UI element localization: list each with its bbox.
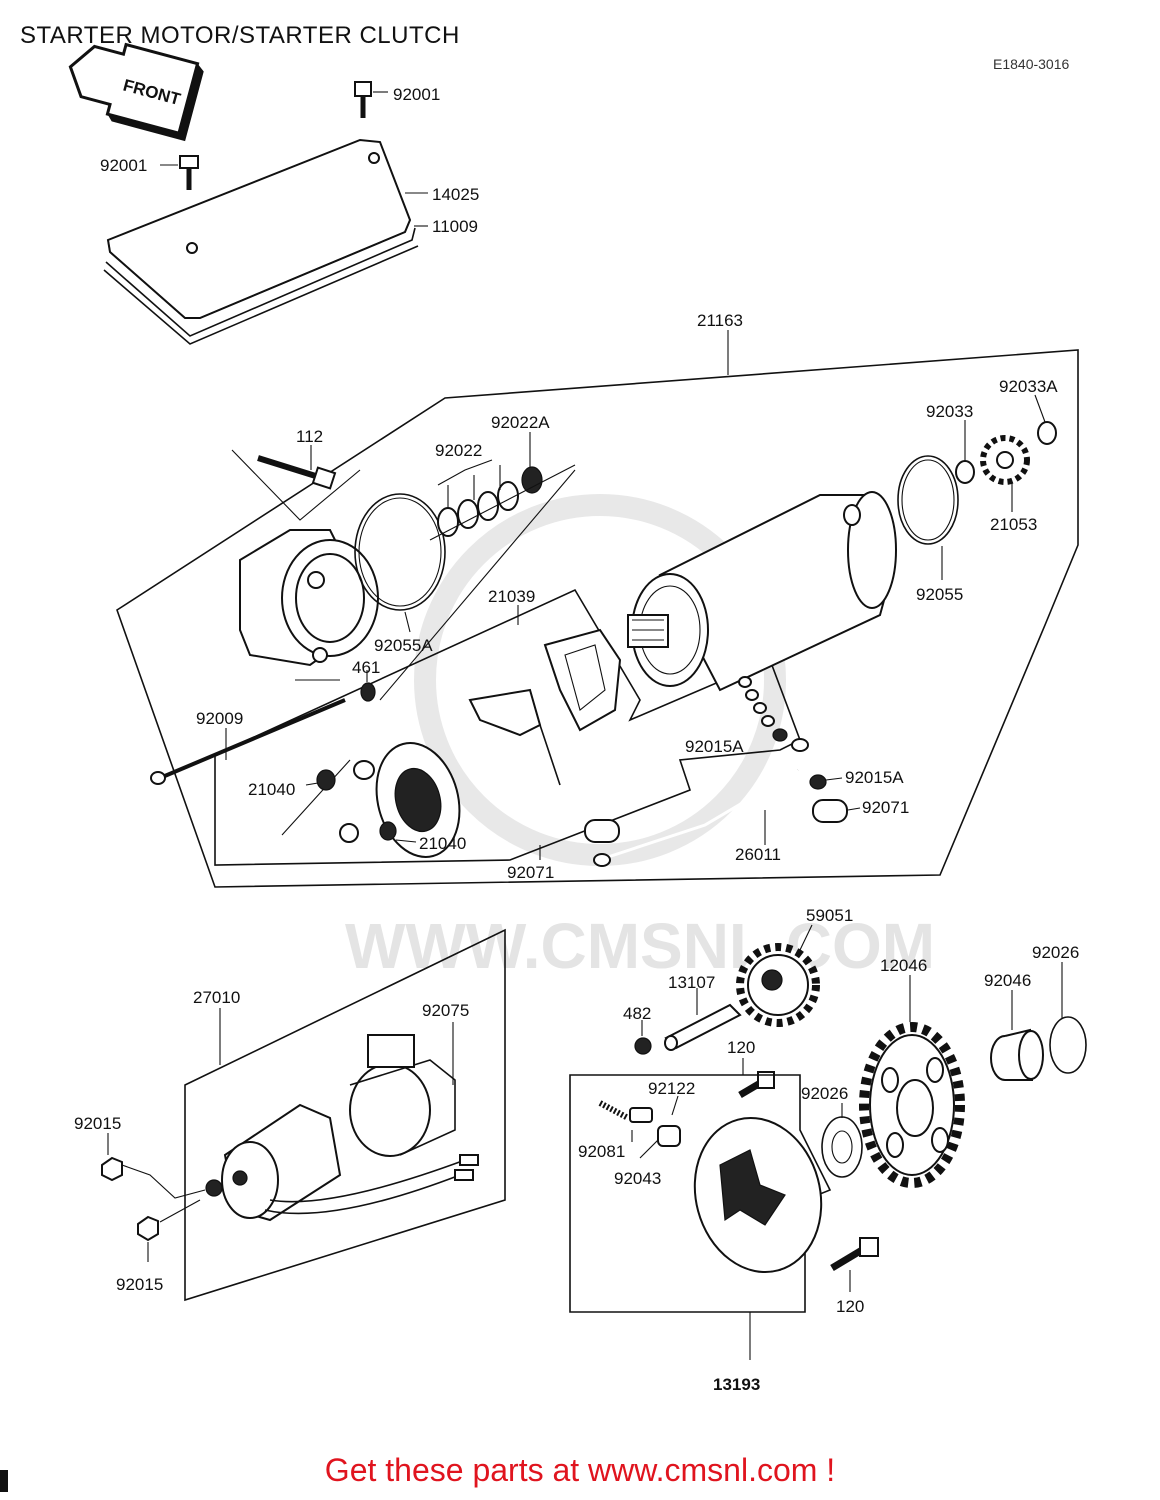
label-92033A: 92033A <box>999 377 1058 396</box>
end-cover <box>239 529 379 667</box>
relay-cover-92075 <box>349 1034 456 1157</box>
starter-relay <box>205 1103 479 1222</box>
label-11009: 11009 <box>432 217 478 236</box>
label-92033: 92033 <box>926 402 973 421</box>
label-21040-right: 21040 <box>419 834 466 853</box>
circlip-482 <box>634 1037 652 1055</box>
label-59051: 59051 <box>806 906 853 925</box>
exploded-parts-diagram: WWW.CMSNL.COM FRONT <box>68 42 1087 1394</box>
nut-92015-upper <box>101 1156 123 1182</box>
label-92081: 92081 <box>578 1142 625 1161</box>
starter-motor-body <box>627 491 897 692</box>
roller-92043 <box>657 1125 681 1147</box>
footer-link[interactable]: Get these parts at www.cmsnl.com ! <box>0 1452 1160 1489</box>
end-plate <box>375 742 461 858</box>
label-92026-right: 92026 <box>1032 943 1079 962</box>
page-title: STARTER MOTOR/STARTER CLUTCH <box>20 22 460 49</box>
label-461: 461 <box>352 658 380 677</box>
boot-92071-upper <box>812 799 848 823</box>
label-21039: 21039 <box>488 587 535 606</box>
label-92071-left: 92071 <box>507 863 554 882</box>
label-92071-right: 92071 <box>862 798 909 817</box>
label-92055: 92055 <box>916 585 963 604</box>
label-92015-lower: 92015 <box>116 1275 163 1294</box>
brush-holder <box>468 628 622 786</box>
starter-clutch-gear-12046 <box>859 1022 965 1188</box>
label-92022: 92022 <box>435 441 482 460</box>
watermark-text: WWW.CMSNL.COM <box>345 910 935 982</box>
spring-cap-92122 <box>629 1107 653 1123</box>
starter-cover-14025 <box>103 138 419 345</box>
nut-92015-lower <box>137 1215 159 1242</box>
label-92015A-left: 92015A <box>685 737 744 756</box>
shaft-13107 <box>664 1003 742 1051</box>
label-14025: 14025 <box>432 185 479 204</box>
bolt-92001-top <box>354 81 388 118</box>
label-13107: 13107 <box>668 973 715 992</box>
starter-clutch <box>693 1116 823 1274</box>
brush-assembly-outline-21039 <box>214 588 802 866</box>
label-21053: 21053 <box>990 515 1037 534</box>
lead-wire-26011 <box>593 738 809 867</box>
corner-mark <box>0 1470 8 1492</box>
label-120-upper: 120 <box>727 1038 755 1057</box>
stop-92033a <box>1037 421 1057 445</box>
label-12046: 12046 <box>880 956 927 975</box>
label-92043: 92043 <box>614 1169 661 1188</box>
through-bolt-92009 <box>150 698 346 785</box>
idler-gear-59051 <box>736 943 820 1027</box>
label-21163: 21163 <box>697 311 743 330</box>
washer-92026-right <box>1049 1016 1087 1074</box>
assembly-outline-21163 <box>116 349 1079 888</box>
label-92022A: 92022A <box>491 413 550 432</box>
washers-92015a <box>738 676 827 790</box>
spring-92081 <box>598 1100 630 1121</box>
label-92122: 92122 <box>648 1079 695 1098</box>
washer-92026-left <box>821 1116 863 1178</box>
bolt-92001-left <box>160 155 199 190</box>
relay-assembly-outline-27010 <box>184 928 506 1302</box>
pinion-gear-21053 <box>980 435 1030 485</box>
needle-bearing-92046 <box>990 1028 1044 1081</box>
o-ring-92055 <box>897 455 959 545</box>
label-92075: 92075 <box>422 1001 469 1020</box>
label-112: 112 <box>296 427 323 446</box>
label-27010: 27010 <box>193 988 240 1007</box>
label-13193: 13193 <box>713 1375 760 1394</box>
label-92001-left: 92001 <box>100 156 147 175</box>
bolt-112 <box>257 455 337 490</box>
front-arrow: FRONT <box>68 42 204 142</box>
o-ring-92055a <box>354 493 446 611</box>
label-92026-left: 92026 <box>801 1084 848 1103</box>
label-482: 482 <box>623 1004 651 1023</box>
bolt-120-upper <box>738 1071 775 1099</box>
circlip-92033 <box>955 460 975 484</box>
label-92015A-right: 92015A <box>845 768 904 787</box>
label-21040-left: 21040 <box>248 780 295 799</box>
label-92046: 92046 <box>984 971 1031 990</box>
label-120-lower: 120 <box>836 1297 864 1316</box>
label-92055A: 92055A <box>374 636 433 655</box>
diagram-code: E1840-3016 <box>993 56 1070 72</box>
boot-92071-lower <box>584 819 620 843</box>
label-92001-top: 92001 <box>393 85 440 104</box>
label-26011: 26011 <box>735 845 781 864</box>
footer-link-text[interactable]: Get these parts at www.cmsnl.com ! <box>324 1452 836 1488</box>
bolt-120-lower <box>830 1237 879 1272</box>
label-92015-upper: 92015 <box>74 1114 121 1133</box>
washers-92022 <box>437 466 543 537</box>
label-92009: 92009 <box>196 709 243 728</box>
